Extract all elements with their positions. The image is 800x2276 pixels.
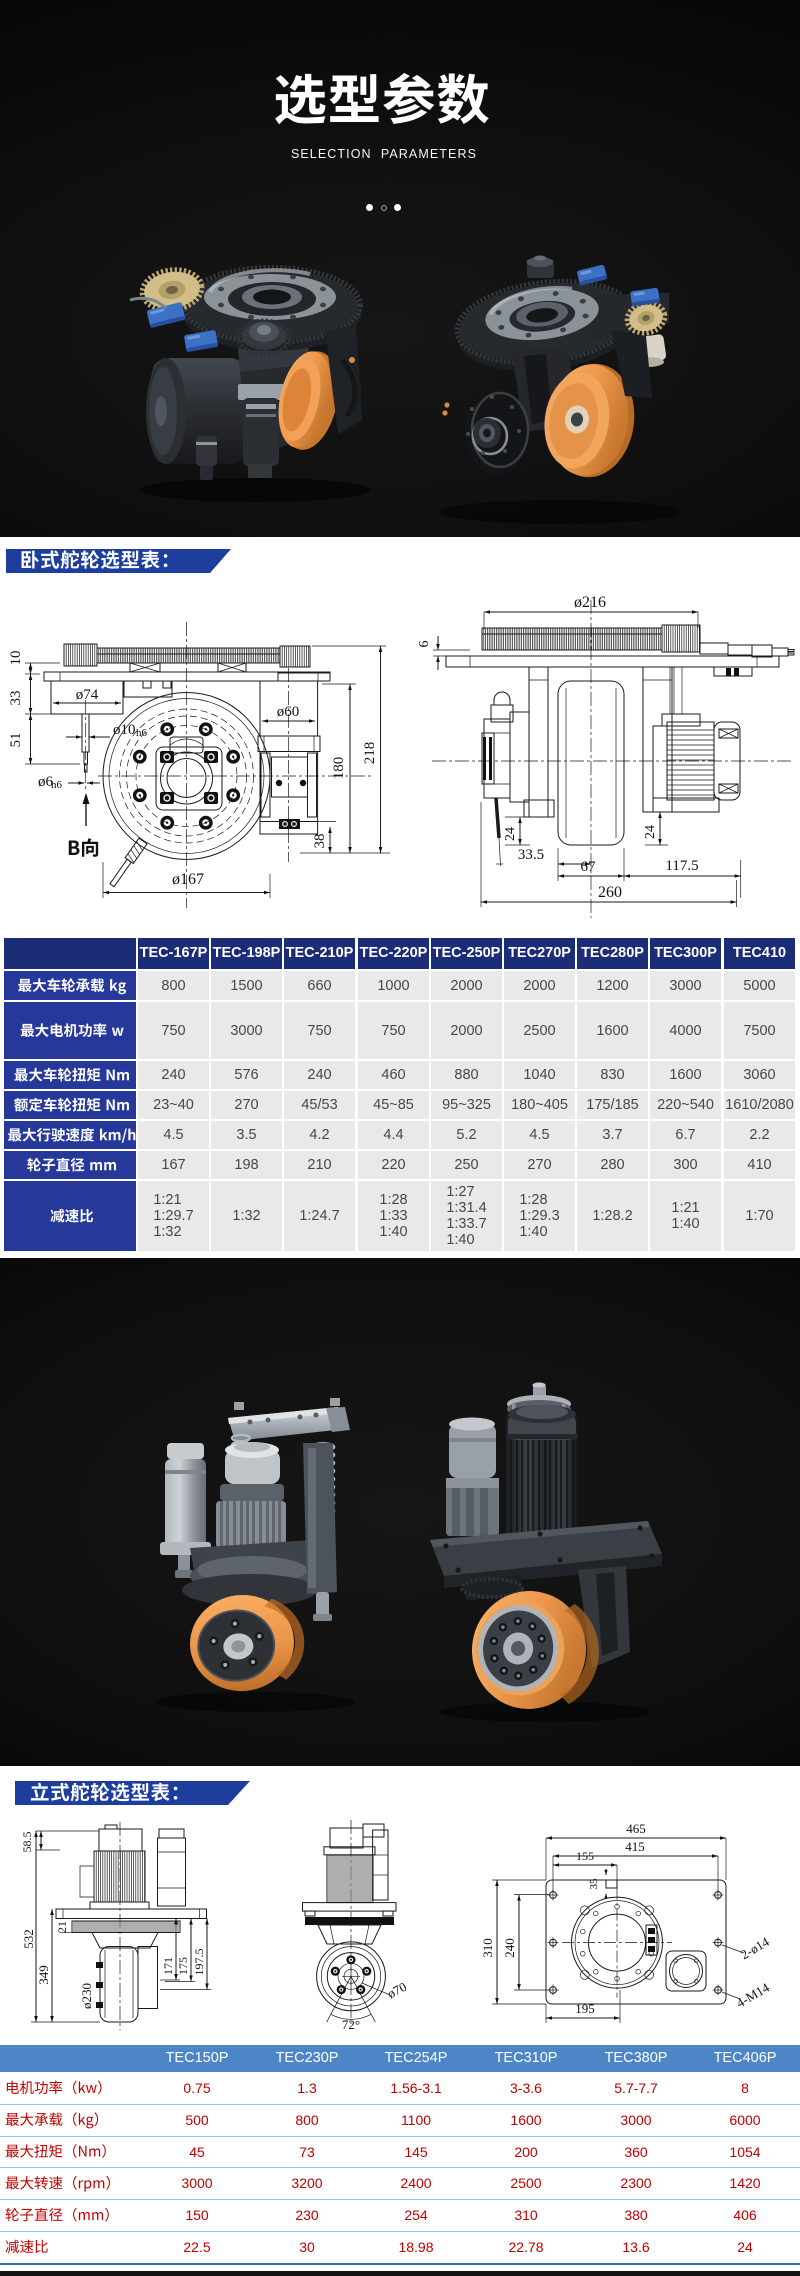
svg-text:532: 532 — [21, 1929, 36, 1949]
svg-text:58.5: 58.5 — [20, 1832, 34, 1853]
svg-text:ø60: ø60 — [277, 704, 300, 720]
svg-text:310: 310 — [480, 1938, 495, 1958]
svg-text:240: 240 — [502, 1938, 517, 1958]
svg-text:51: 51 — [8, 733, 24, 748]
svg-text:33: 33 — [8, 691, 24, 706]
svg-text:38: 38 — [312, 834, 328, 849]
svg-text:2-ø14: 2-ø14 — [738, 1934, 772, 1962]
svg-text:24: 24 — [503, 827, 518, 841]
svg-text:117.5: 117.5 — [665, 858, 698, 874]
svg-text:4-M14: 4-M14 — [734, 1980, 773, 2011]
svg-text:67: 67 — [581, 859, 597, 875]
svg-text:ø6: ø6 — [38, 774, 54, 790]
svg-text:h6: h6 — [136, 727, 148, 739]
svg-text:ø216: ø216 — [574, 594, 606, 611]
svg-text:415: 415 — [625, 1839, 645, 1854]
svg-text:35: 35 — [588, 1878, 600, 1890]
svg-text:ø167: ø167 — [172, 871, 204, 888]
svg-text:195: 195 — [575, 2001, 595, 2016]
svg-text:6: 6 — [417, 641, 432, 648]
svg-text:33.5: 33.5 — [518, 847, 544, 863]
svg-text:180: 180 — [331, 757, 347, 780]
svg-text:218: 218 — [362, 742, 378, 765]
svg-text:ø70: ø70 — [385, 1979, 409, 2001]
svg-text:ø74: ø74 — [76, 687, 99, 703]
svg-text:197.5: 197.5 — [192, 1949, 206, 1976]
svg-text:21: 21 — [55, 1921, 69, 1933]
svg-text:ø10: ø10 — [113, 722, 136, 738]
svg-text:175: 175 — [176, 1957, 190, 1975]
svg-text:171: 171 — [161, 1957, 175, 1975]
svg-text:349: 349 — [36, 1965, 51, 1985]
svg-text:155: 155 — [576, 1849, 594, 1863]
svg-text:72°: 72° — [342, 2017, 360, 2032]
svg-text:h6: h6 — [51, 779, 63, 791]
svg-text:10: 10 — [8, 651, 24, 666]
svg-text:24: 24 — [643, 825, 658, 839]
svg-text:ø230: ø230 — [79, 1983, 94, 2009]
svg-text:260: 260 — [598, 884, 622, 901]
svg-text:465: 465 — [626, 1821, 646, 1836]
